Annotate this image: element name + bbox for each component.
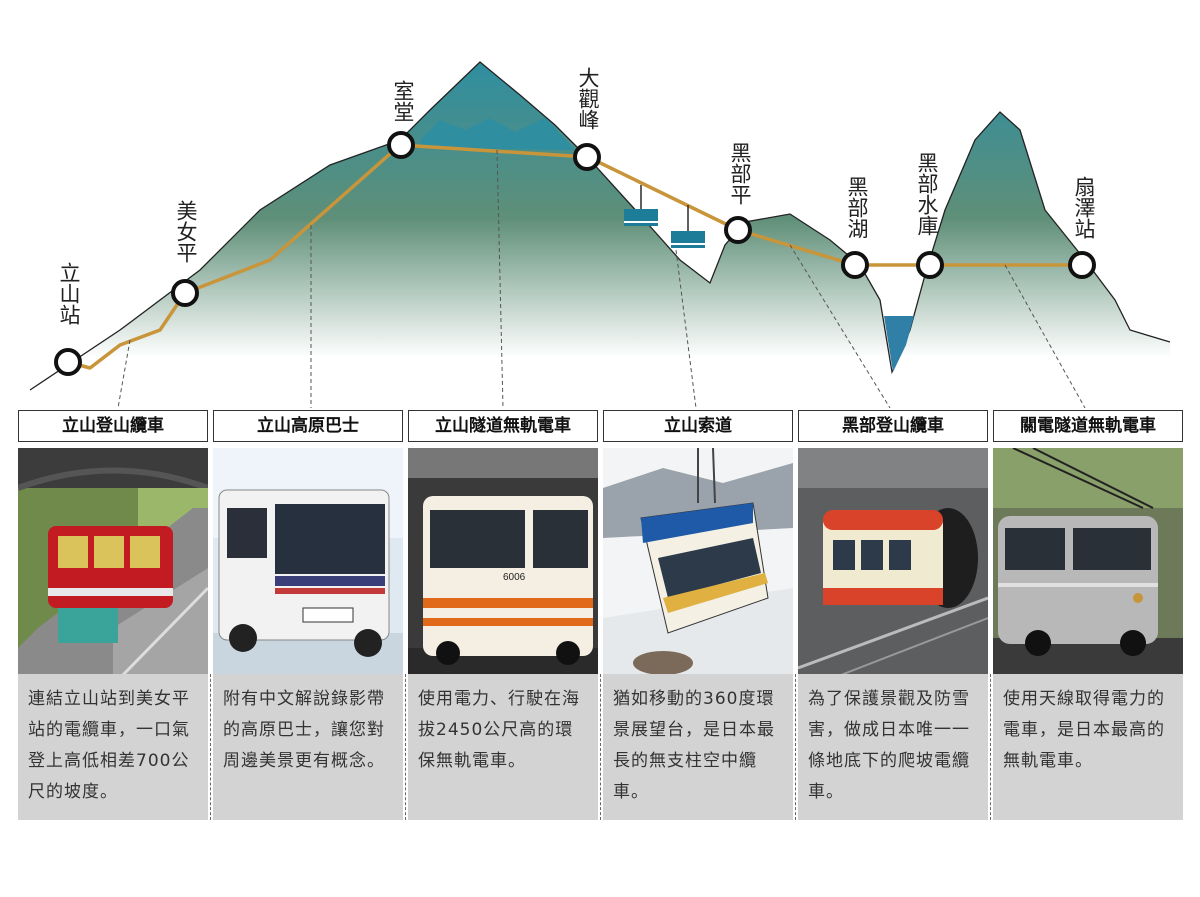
route-profile-diagram <box>29 61 1175 410</box>
transport-description: 連結立山站到美女平站的電纜車，一口氣登上高低相差700公尺的坡度。 <box>18 674 208 820</box>
panel-separator <box>405 674 406 820</box>
station-marker-kurobeko <box>841 251 869 279</box>
underground-cable-car-icon <box>798 448 988 680</box>
bus-number: 6006 <box>503 572 526 583</box>
ropeway-gondola-right <box>671 205 705 248</box>
station-marker-tateyama <box>54 348 82 376</box>
station-marker-bijodaira <box>171 279 199 307</box>
panel-separator <box>990 674 991 820</box>
red-cable-car-icon <box>18 448 208 680</box>
station-marker-kurobedaira <box>724 216 752 244</box>
transport-description: 使用電力、行駛在海拔2450公尺高的環保無軌電車。 <box>408 674 598 820</box>
transport-title: 立山登山纜車 <box>18 410 208 442</box>
transport-title: 黑部登山纜車 <box>798 410 988 442</box>
kurobe-lake <box>884 316 914 372</box>
transport-title: 立山高原巴士 <box>213 410 403 442</box>
tunnel-trolleybus-icon: 6006 <box>408 448 598 680</box>
transport-description: 猶如移動的360度環景展望台，是日本最長的無支柱空中纜車。 <box>603 674 793 820</box>
ropeway-gondola-left <box>624 185 658 226</box>
station-marker-ogizawa <box>1068 251 1096 279</box>
highland-bus-icon <box>213 448 403 680</box>
kanden-trolleybus-icon <box>993 448 1183 680</box>
station-label-kurobeko: 黑部湖 <box>845 176 869 239</box>
transport-title: 立山隧道無軌電車 <box>408 410 598 442</box>
station-label-bijodaira: 美女平 <box>174 200 198 263</box>
station-label-daikanbo: 大觀峰 <box>576 67 600 130</box>
station-marker-kurobedam <box>916 251 944 279</box>
station-label-murodo: 室堂 <box>391 80 415 122</box>
transport-description: 為了保護景觀及防雪害，做成日本唯一一條地底下的爬坡電纜車。 <box>798 674 988 820</box>
transport-description: 使用天線取得電力的電車，是日本最高的無軌電車。 <box>993 674 1183 820</box>
station-label-ogizawa: 扇澤站 <box>1072 176 1096 239</box>
panel-separator <box>600 674 601 820</box>
station-label-tateyama: 立山站 <box>57 262 81 325</box>
leader-lines <box>117 149 1086 409</box>
panel-separator <box>795 674 796 820</box>
station-marker-daikanbo <box>573 143 601 171</box>
transport-description: 附有中文解說錄影帶的高原巴士，讓您對周邊美景更有概念。 <box>213 674 403 820</box>
peak-snowfield <box>420 118 575 150</box>
transport-title: 關電隧道無軌電車 <box>993 410 1183 442</box>
mountain-silhouette <box>30 62 1175 410</box>
transport-title: 立山索道 <box>603 410 793 442</box>
ropeway-gondola-icon <box>603 448 793 680</box>
station-marker-murodo <box>387 131 415 159</box>
station-label-kurobedaira: 黑部平 <box>728 142 752 205</box>
panel-separator <box>210 674 211 820</box>
station-label-kurobedam: 黑部水庫 <box>915 152 939 236</box>
